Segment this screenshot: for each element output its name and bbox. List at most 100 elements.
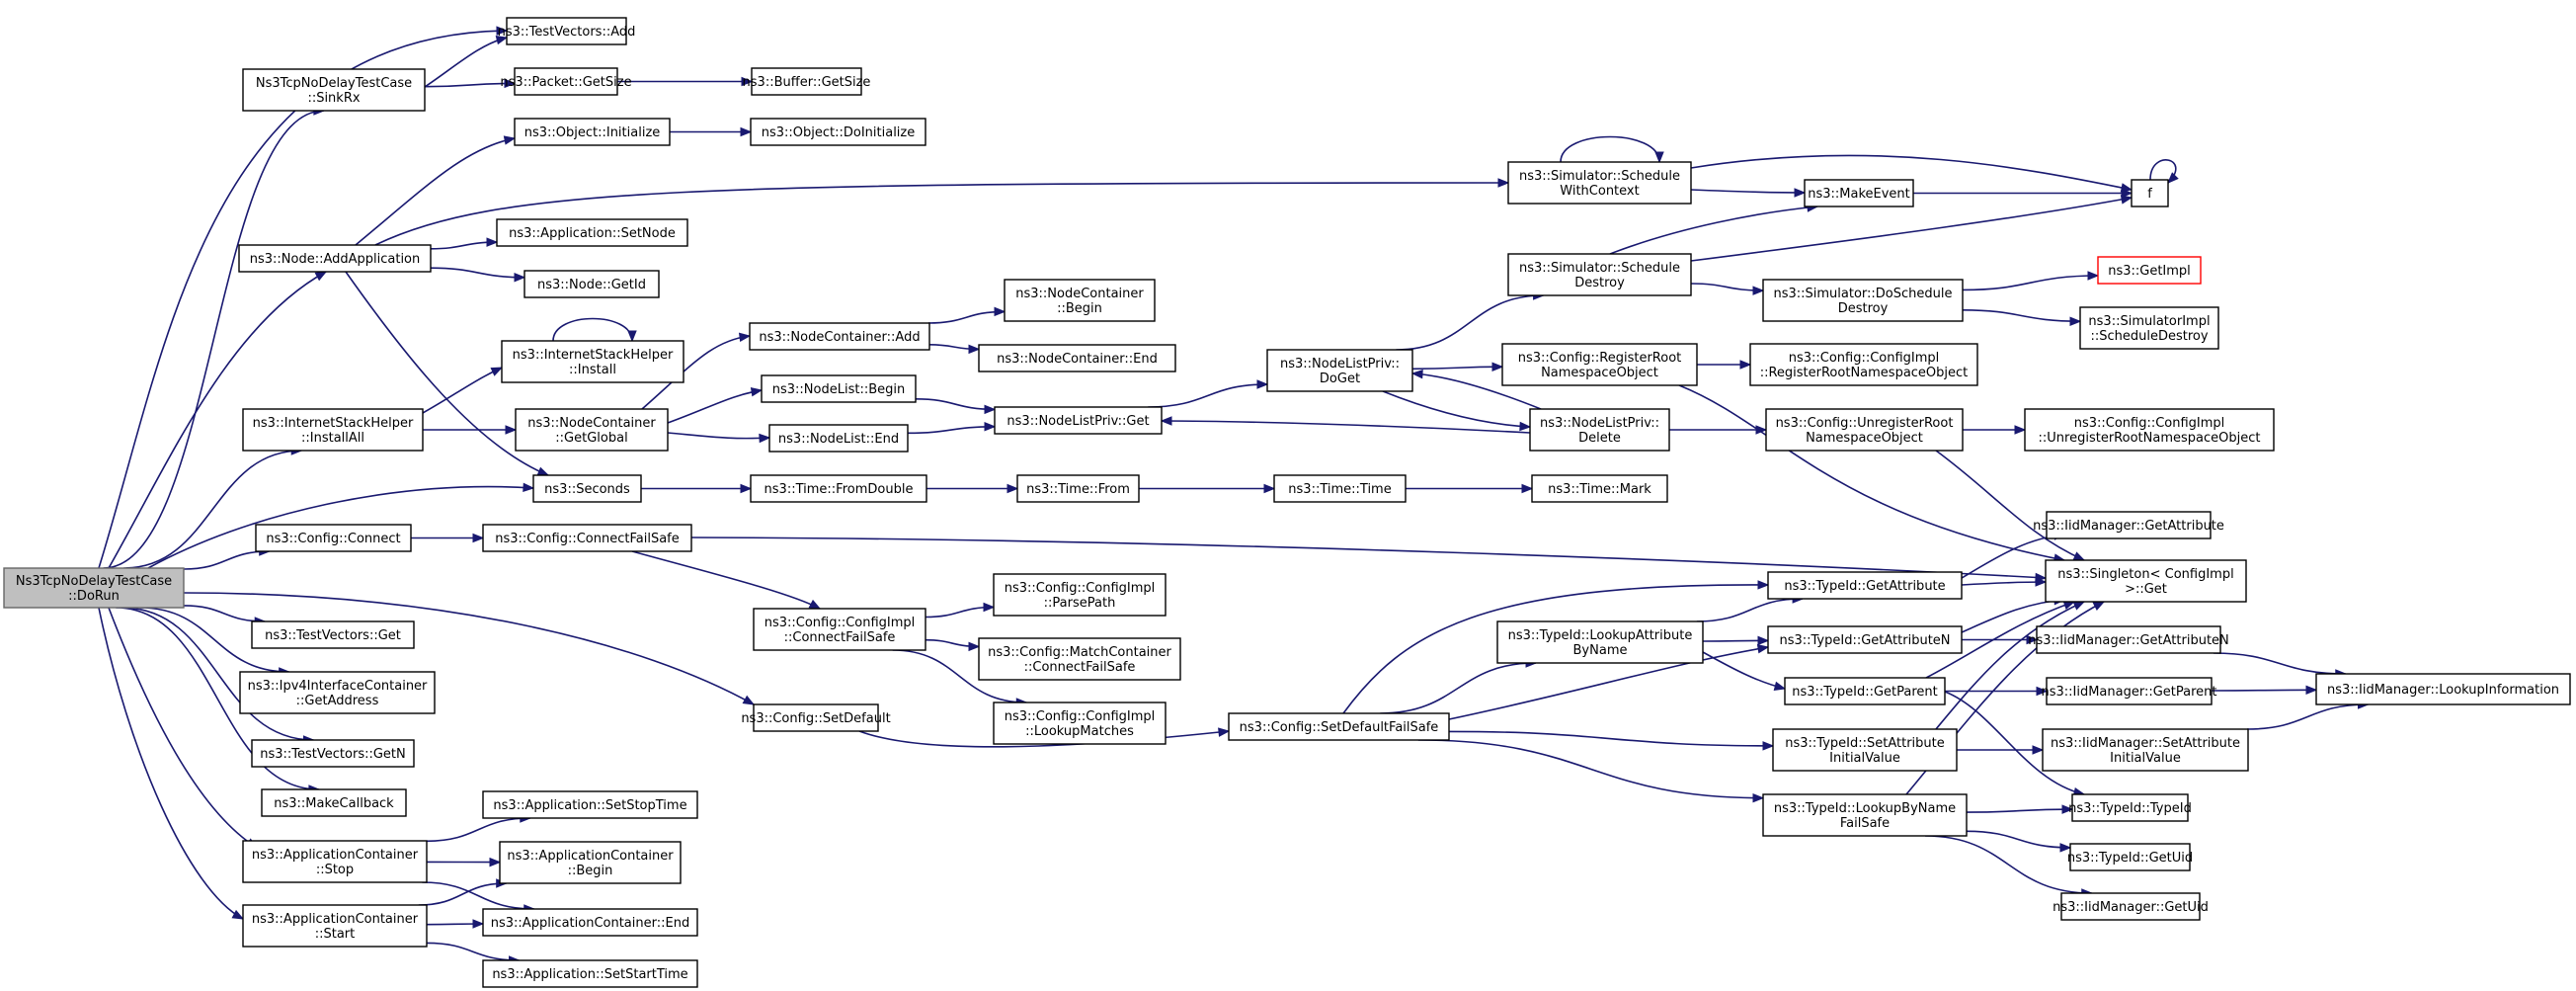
node-iidgetattr[interactable]: ns3::IidManager::GetAttribute — [2033, 511, 2224, 539]
node-iidgetuid[interactable]: ns3::IidManager::GetUid — [2053, 892, 2209, 921]
call-edge — [1160, 416, 1531, 434]
node-ciparse[interactable]: ns3::Config::ConfigImpl::ParsePath — [993, 573, 1167, 617]
node-cfgsetdef[interactable]: ns3::Config::SetDefault — [741, 703, 891, 732]
node-ncbegin[interactable]: ns3::NodeContainer::Begin — [1004, 279, 1156, 322]
node-cfgconn[interactable]: ns3::Config::Connect — [255, 524, 412, 552]
node-getid[interactable]: ns3::Node::GetId — [523, 270, 660, 298]
node-box — [2071, 793, 2189, 822]
node-ciregroot[interactable]: ns3::Config::ConfigImpl::RegisterRootNam… — [1749, 343, 1978, 386]
edge-line — [1609, 206, 1818, 255]
edge-arrowhead — [1757, 580, 1770, 590]
edge-arrowhead — [1654, 151, 1664, 164]
node-simimpl[interactable]: ns3::SimulatorImpl::ScheduleDestroy — [2079, 306, 2219, 350]
node-box — [1228, 712, 1450, 741]
node-ciunreg[interactable]: ns3::Config::ConfigImpl::UnregisterRootN… — [2024, 408, 2275, 452]
edge-arrowhead — [742, 695, 756, 705]
node-tva[interactable]: ns3::TestVectors::Add — [498, 17, 636, 45]
node-nlpdoget[interactable]: ns3::NodeListPriv::DoGet — [1266, 349, 1413, 392]
node-ishinst[interactable]: ns3::InternetStackHelper::Install — [501, 340, 684, 383]
node-ishall[interactable]: ns3::InternetStackHelper::InstallAll — [242, 408, 424, 452]
node-root[interactable]: Ns3TcpNoDelayTestCase::DoRun — [3, 567, 185, 609]
node-tidgetparent[interactable]: ns3::TypeId::GetParent — [1784, 677, 1946, 705]
node-tvget[interactable]: ns3::TestVectors::Get — [251, 620, 415, 649]
node-box — [261, 788, 407, 817]
node-nlend[interactable]: ns3::NodeList::End — [768, 424, 909, 453]
node-box — [978, 344, 1176, 372]
node-box — [1529, 408, 1670, 452]
node-singleton[interactable]: ns3::Singleton< ConfigImpl >::Get — [2045, 559, 2247, 603]
node-addapp[interactable]: ns3::Node::AddApplication — [238, 244, 432, 273]
edge-line — [424, 82, 516, 88]
node-box — [1016, 474, 1140, 503]
node-nlbegin[interactable]: ns3::NodeList::Begin — [761, 374, 917, 403]
node-tidgetuid[interactable]: ns3::TypeId::GetUid — [2067, 843, 2193, 871]
edge-line — [1962, 309, 2081, 322]
node-label: f — [2147, 187, 2152, 202]
node-iidlookupinfo[interactable]: ns3::IidManager::LookupInformation — [2315, 673, 2571, 705]
node-tfromdbl[interactable]: ns3::Time::FromDouble — [750, 474, 927, 503]
node-nlpget[interactable]: ns3::NodeListPriv::Get — [994, 406, 1163, 435]
node-setnode[interactable]: ns3::Application::SetNode — [496, 218, 688, 247]
node-f[interactable]: f — [2131, 179, 2169, 207]
node-cfgunreg[interactable]: ns3::Config::UnregisterRootNamespaceObje… — [1765, 408, 1964, 452]
node-acstop[interactable]: ns3::ApplicationContainer::Stop — [242, 840, 428, 883]
node-appstop[interactable]: ns3::Application::SetStopTime — [482, 790, 698, 819]
node-box — [2024, 408, 2275, 452]
node-tidgetattrn[interactable]: ns3::TypeId::GetAttributeN — [1767, 625, 1963, 654]
call-edge — [426, 919, 485, 929]
edge-line — [1962, 275, 2099, 291]
node-cfgregroot[interactable]: ns3::Config::RegisterRootNamespaceObject — [1501, 343, 1698, 386]
call-edge — [1417, 739, 1765, 803]
node-ttime[interactable]: ns3::Time::Time — [1273, 474, 1407, 503]
call-edge — [1560, 135, 1664, 164]
edge-arrowhead — [627, 330, 637, 343]
node-tidtypeid[interactable]: ns3::TypeId::TypeId — [2068, 793, 2192, 822]
edge-arrowhead — [1410, 369, 1423, 379]
node-label: ns3::TypeId::SetAttribute — [1785, 736, 1945, 751]
node-cfgconnfs[interactable]: ns3::Config::ConnectFailSafe — [482, 524, 692, 552]
node-mkcb[interactable]: ns3::MakeCallback — [261, 788, 407, 817]
node-bufsize[interactable]: ns3::Buffer::GetSize — [743, 67, 871, 96]
node-iidgetattrn[interactable]: ns3::IidManager::GetAttributeN — [2028, 625, 2229, 654]
node-seconds[interactable]: ns3::Seconds — [532, 474, 642, 503]
node-simdestroy[interactable]: ns3::Simulator::ScheduleDestroy — [1507, 253, 1692, 296]
node-tmark[interactable]: ns3::Time::Mark — [1531, 474, 1668, 503]
edge-arrowhead — [1497, 178, 1510, 188]
edge-arrowhead — [740, 483, 753, 494]
node-tfrom[interactable]: ns3::Time::From — [1016, 474, 1140, 503]
node-acstart[interactable]: ns3::ApplicationContainer::Start — [242, 904, 428, 948]
node-mcconnfs[interactable]: ns3::Config::MatchContainer::ConnectFail… — [978, 637, 1181, 681]
edge-arrowhead — [2036, 686, 2049, 697]
node-cilookup[interactable]: ns3::Config::ConfigImpl::LookupMatches — [993, 702, 1167, 745]
node-ipv4addr[interactable]: ns3::Ipv4InterfaceContainer::GetAddress — [239, 671, 436, 714]
node-cfgsetdeffs[interactable]: ns3::Config::SetDefaultFailSafe — [1228, 712, 1450, 741]
call-edge — [430, 267, 526, 283]
node-ciconnfs[interactable]: ns3::Config::ConfigImpl::ConnectFailSafe — [753, 608, 926, 651]
node-objinit[interactable]: ns3::Object::Initialize — [514, 118, 671, 146]
node-label: ns3::Singleton< ConfigImpl — [2057, 567, 2233, 582]
node-ncend[interactable]: ns3::NodeContainer::End — [978, 344, 1176, 372]
node-tvgetn[interactable]: ns3::TestVectors::GetN — [251, 739, 415, 768]
node-getimpl[interactable]: ns3::GetImpl — [2097, 256, 2202, 285]
node-iidsetattr[interactable]: ns3::IidManager::SetAttributeInitialValu… — [2042, 728, 2249, 772]
call-edge — [374, 178, 1510, 246]
node-pktsize[interactable]: ns3::Packet::GetSize — [500, 67, 632, 96]
node-acbegin[interactable]: ns3::ApplicationContainer::Begin — [499, 841, 682, 884]
edge-arrowhead — [759, 433, 771, 444]
node-acend[interactable]: ns3::ApplicationContainer::End — [482, 908, 698, 937]
node-tidgetattr[interactable]: ns3::TypeId::GetAttribute — [1767, 571, 1963, 600]
node-ncadd[interactable]: ns3::NodeContainer::Add — [749, 322, 930, 351]
node-ncglob[interactable]: ns3::NodeContainer::GetGlobal — [515, 408, 669, 452]
node-appstart[interactable]: ns3::Application::SetStartTime — [482, 959, 698, 988]
node-mkevent[interactable]: ns3::MakeEvent — [1804, 179, 1914, 207]
node-box — [242, 408, 424, 452]
node-objdoinit[interactable]: ns3::Object::DoInitialize — [750, 118, 926, 146]
node-sinkrx[interactable]: Ns3TcpNoDelayTestCase::SinkRx — [242, 68, 426, 112]
node-iidgetparent[interactable]: ns3::IidManager::GetParent — [2041, 677, 2217, 705]
node-nlpdel[interactable]: ns3::NodeListPriv::Delete — [1529, 408, 1670, 452]
